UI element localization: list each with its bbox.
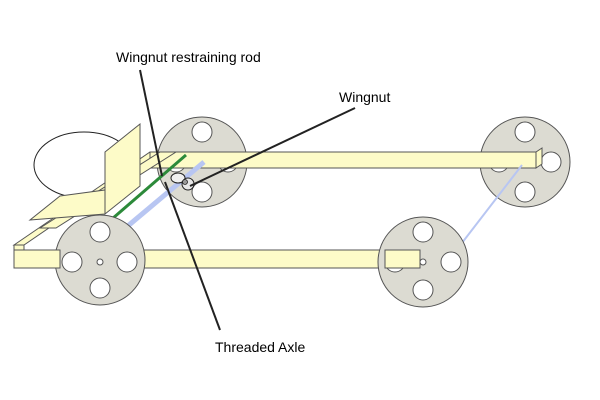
leader-wingnut xyxy=(189,107,356,187)
label-restraining-rod: Wingnut restraining rod xyxy=(116,49,261,65)
frame-front-rail-right xyxy=(384,249,421,269)
frame-back-rail xyxy=(149,151,537,169)
rear-axle xyxy=(454,164,523,253)
leader-restraining-rod xyxy=(139,69,163,177)
label-wingnut: Wingnut xyxy=(339,89,391,105)
base-plate xyxy=(28,189,106,221)
frame-front-rail-overlay xyxy=(13,249,61,269)
label-threaded-axle: Threaded Axle xyxy=(215,339,306,355)
wingnut-shape xyxy=(170,172,195,191)
frame-back-rail-end xyxy=(535,147,543,169)
leader-threaded-axle xyxy=(164,181,221,331)
wheel-front-left xyxy=(54,214,146,306)
